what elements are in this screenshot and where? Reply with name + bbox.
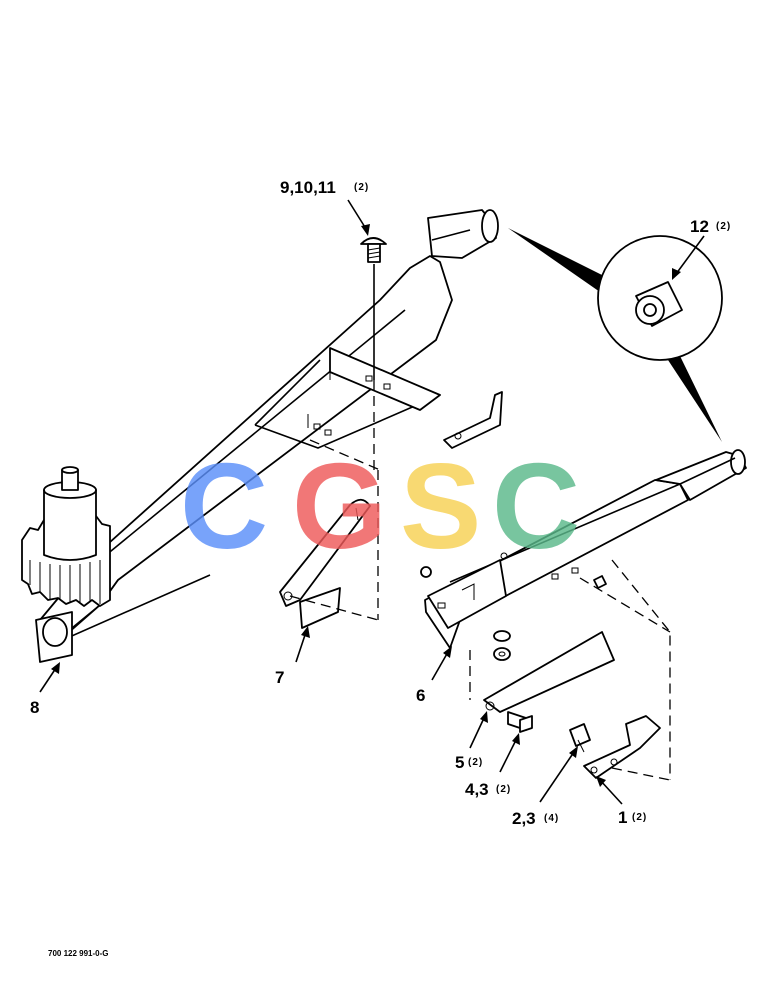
leader-lines [39,199,705,805]
right-arm-assembly [420,449,747,649]
callout-qty: (2) [632,812,647,823]
left-arm-assembly [21,209,499,663]
washers [493,630,511,661]
watermark-letter-3: S [400,438,481,574]
callout-label: 12 [690,217,709,236]
callout-12: 12 (2) [690,217,731,236]
lower-strap [469,559,671,781]
callout-4-3: 4,3 (2) [465,780,511,799]
callout-label: 8 [30,698,39,717]
callout-7: 7 [275,668,284,687]
callout-1: 1 (2) [618,808,647,827]
carriage-bolt [360,237,387,470]
callout-qty: (2) [354,182,369,193]
callout-label: 2,3 [512,809,536,828]
callout-6: 6 [416,686,425,705]
detail-bubble [508,228,723,442]
document-number: 700 122 991-0-G [48,949,109,958]
callout-label: 4,3 [465,780,489,799]
callout-2-3: 2,3 (4) [512,809,559,828]
link-strap [279,439,381,629]
watermark: C G S C [180,438,580,574]
clip-bracket [583,715,661,779]
callout-label: 6 [416,686,425,705]
hex-bolt-4-3 [507,711,533,733]
callout-qty: (2) [468,757,483,768]
callout-8: 8 [30,698,39,717]
callout-label: 5 [455,753,464,772]
hex-bolt-2-3 [569,723,591,753]
watermark-letter-4: C [492,438,580,574]
spacer-bushing [635,281,683,327]
callout-qty: (2) [716,221,731,232]
callout-qty: (2) [496,784,511,795]
callout-label: 9,10,11 [280,178,336,197]
watermark-letter-2: G [292,438,387,574]
callout-label: 7 [275,668,284,687]
watermark-letter-1: C [180,438,268,574]
upper-clip [443,391,503,449]
callout-5: 5 (2) [455,753,483,772]
callout-label: 1 [618,808,627,827]
callout-qty: (4) [544,813,559,824]
callout-9-10-11: 9,10,11 (2) [280,178,369,197]
